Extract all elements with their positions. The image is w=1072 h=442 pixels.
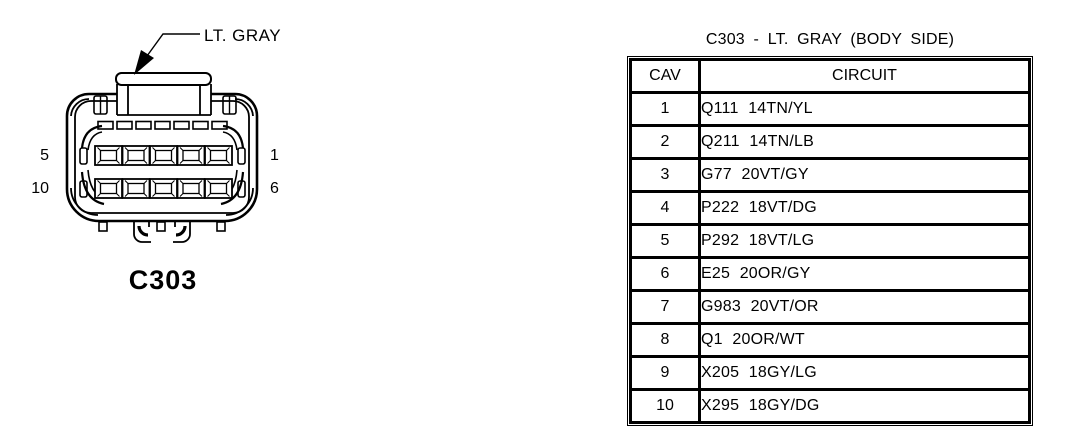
color-callout-label: LT. GRAY bbox=[204, 26, 281, 45]
pinout-table: CAV CIRCUIT 1 Q111 14TN/YL 2 Q211 14TN/L… bbox=[627, 56, 1033, 426]
table-row: 4 P222 18VT/DG bbox=[629, 190, 1031, 226]
connector-latch bbox=[115, 72, 212, 116]
connector-diagram: LT. GRAY 5 10 1 6 C303 bbox=[31, 26, 281, 295]
circuit-cell: G77 20VT/GY bbox=[698, 157, 1031, 193]
table-row: 1 Q111 14TN/YL bbox=[629, 91, 1031, 127]
terminal-row-2 bbox=[79, 178, 246, 199]
column-header-cav: CAV bbox=[629, 58, 701, 94]
cav-cell: 10 bbox=[629, 388, 701, 424]
mounting-tab bbox=[98, 221, 108, 232]
header-row: CAV CIRCUIT bbox=[629, 58, 1031, 94]
mounting-tabs bbox=[98, 221, 226, 243]
table-row: 6 E25 20OR/GY bbox=[629, 256, 1031, 292]
circuit-cell: Q111 14TN/YL bbox=[698, 91, 1031, 127]
cav-cell: 1 bbox=[629, 91, 701, 127]
table-row: 9 X205 18GY/LG bbox=[629, 355, 1031, 391]
terminal-end-slot bbox=[237, 180, 246, 198]
keyway-dashes bbox=[97, 120, 228, 130]
terminal-slot bbox=[204, 178, 233, 199]
cav-cell: 6 bbox=[629, 256, 701, 292]
circuit-cell: E25 20OR/GY bbox=[698, 256, 1031, 292]
mounting-tab bbox=[156, 221, 166, 232]
column-header-circuit: CIRCUIT bbox=[698, 58, 1031, 94]
pin-number-5: 5 bbox=[40, 147, 49, 164]
cav-cell: 4 bbox=[629, 190, 701, 226]
terminal-row-1 bbox=[79, 145, 246, 166]
cav-cell: 5 bbox=[629, 223, 701, 259]
terminal-slot bbox=[176, 145, 206, 166]
table-row: 8 Q1 20OR/WT bbox=[629, 322, 1031, 358]
connector-name-label: C303 bbox=[129, 265, 198, 295]
terminal-slot bbox=[121, 145, 151, 166]
circuit-cell: G983 20VT/OR bbox=[698, 289, 1031, 325]
terminal-slot bbox=[149, 178, 178, 199]
cav-cell: 3 bbox=[629, 157, 701, 193]
latch-guide-details bbox=[93, 95, 237, 115]
circuit-cell: Q1 20OR/WT bbox=[698, 322, 1031, 358]
color-callout-arrow bbox=[134, 33, 200, 75]
terminal-slot bbox=[149, 145, 178, 166]
circuit-cell: P222 18VT/DG bbox=[698, 190, 1031, 226]
circuit-cell: X295 18GY/DG bbox=[698, 388, 1031, 424]
terminal-end-slot bbox=[79, 180, 88, 198]
circuit-cell: P292 18VT/LG bbox=[698, 223, 1031, 259]
terminal-end-slot bbox=[237, 147, 246, 165]
retainer-hook bbox=[133, 221, 151, 243]
terminal-slot bbox=[121, 178, 151, 199]
pin-number-1: 1 bbox=[270, 147, 279, 164]
pin-number-6: 6 bbox=[270, 180, 279, 197]
terminal-slot bbox=[94, 178, 123, 199]
table-row: 2 Q211 14TN/LB bbox=[629, 124, 1031, 160]
pinout-section: C303 - LT. GRAY (BODY SIDE) CAV CIRCUIT … bbox=[627, 31, 1033, 426]
terminal-end-slot bbox=[79, 147, 88, 165]
table-row: 10 X295 18GY/DG bbox=[629, 388, 1031, 424]
circuit-cell: X205 18GY/LG bbox=[698, 355, 1031, 391]
terminal-slot bbox=[94, 145, 123, 166]
table-row: 5 P292 18VT/LG bbox=[629, 223, 1031, 259]
table-title: C303 - LT. GRAY (BODY SIDE) bbox=[705, 31, 955, 48]
cav-cell: 8 bbox=[629, 322, 701, 358]
cav-cell: 7 bbox=[629, 289, 701, 325]
pin-number-10: 10 bbox=[31, 180, 49, 197]
corner-arc bbox=[234, 98, 254, 117]
retainer-hook bbox=[173, 221, 191, 243]
cav-cell: 9 bbox=[629, 355, 701, 391]
circuit-cell: Q211 14TN/LB bbox=[698, 124, 1031, 160]
table-row: 3 G77 20VT/GY bbox=[629, 157, 1031, 193]
pinout-rows: 1 Q111 14TN/YL 2 Q211 14TN/LB 3 G77 20VT… bbox=[629, 91, 1031, 424]
terminal-slot bbox=[204, 145, 233, 166]
mounting-tab bbox=[216, 221, 226, 232]
cav-cell: 2 bbox=[629, 124, 701, 160]
corner-arc bbox=[70, 98, 90, 117]
terminal-slot bbox=[176, 178, 206, 199]
table-row: 7 G983 20VT/OR bbox=[629, 289, 1031, 325]
